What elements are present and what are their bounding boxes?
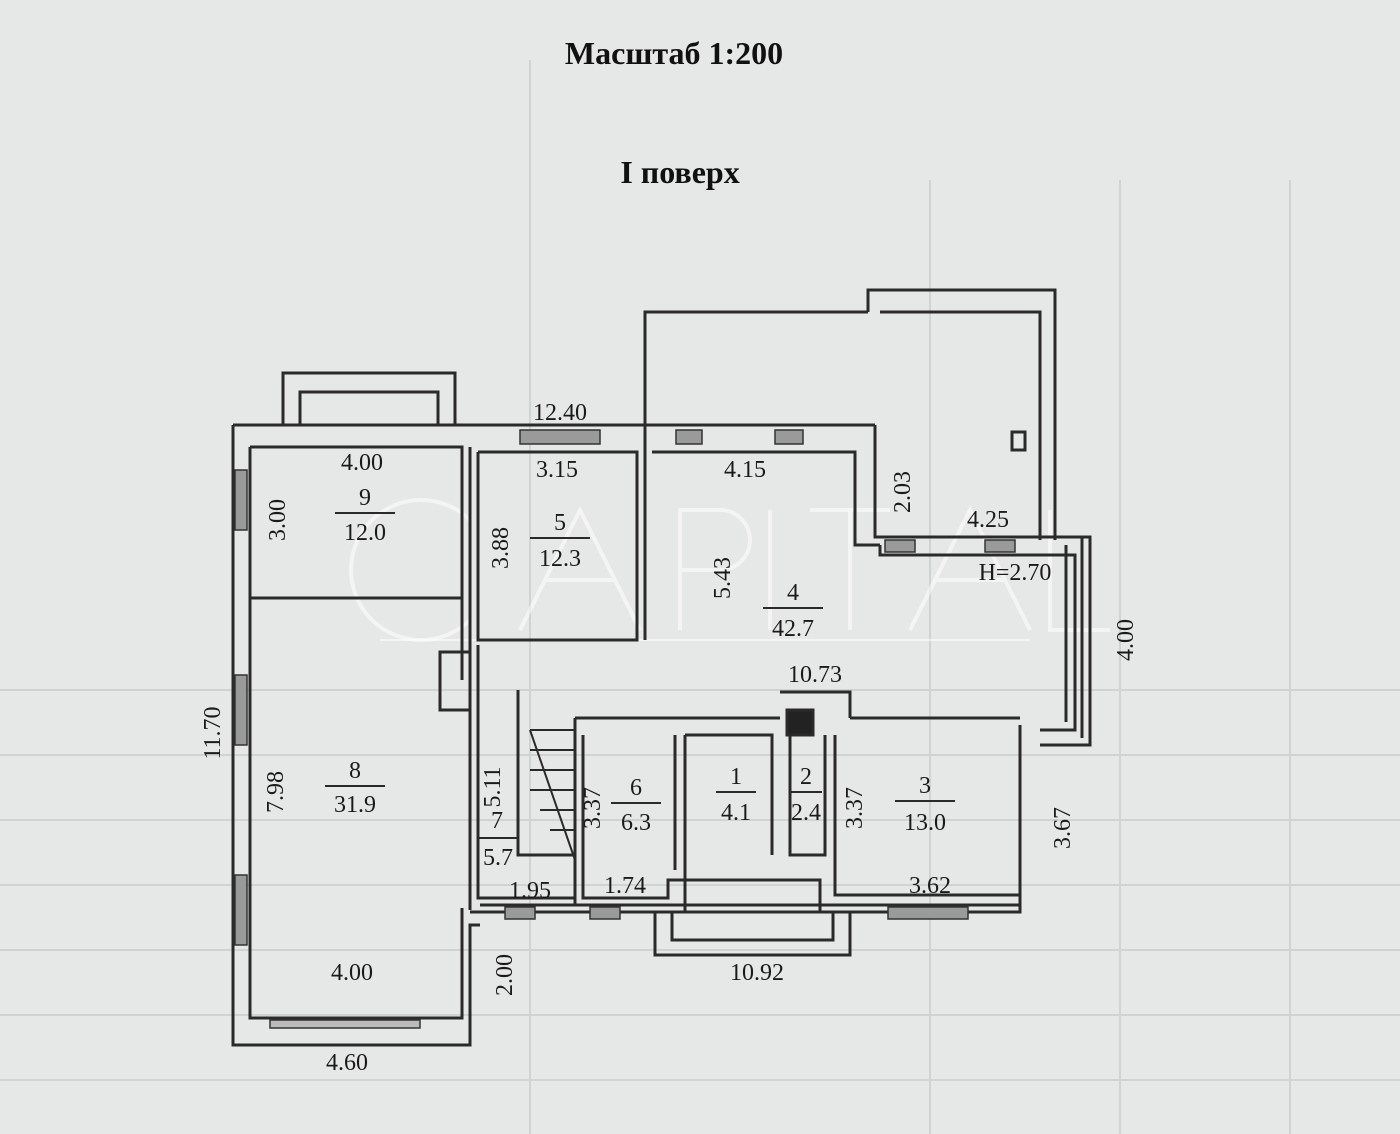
svg-text:8: 8	[349, 758, 361, 784]
dimension-labels: 12.40 4.00 3.15 4.15 4.25 H=2.70 10.73 1…	[200, 400, 1139, 1076]
svg-text:11.70: 11.70	[200, 706, 226, 759]
room-5: 512.3	[530, 510, 590, 572]
svg-text:12.3: 12.3	[539, 546, 581, 572]
scale-title: Масштаб 1:200	[565, 35, 783, 71]
svg-text:5.11: 5.11	[480, 766, 506, 807]
svg-text:31.9: 31.9	[334, 792, 376, 818]
room-9: 912.0	[335, 485, 395, 546]
room-3: 313.0	[895, 773, 955, 836]
room-2: 22.4	[790, 764, 822, 826]
svg-text:6.3: 6.3	[621, 810, 651, 836]
watermark-logo	[349, 498, 1110, 642]
svg-text:1: 1	[730, 764, 742, 790]
room-1: 14.1	[716, 764, 756, 826]
svg-text:3.37: 3.37	[580, 787, 606, 829]
svg-text:42.7: 42.7	[772, 616, 814, 642]
svg-text:12.40: 12.40	[533, 400, 587, 426]
svg-text:5.7: 5.7	[483, 845, 513, 871]
room-8: 831.9	[325, 758, 385, 818]
svg-text:10.73: 10.73	[788, 662, 842, 688]
svg-text:3: 3	[919, 773, 931, 799]
svg-text:3.37: 3.37	[842, 787, 868, 829]
svg-text:H=2.70: H=2.70	[979, 560, 1052, 586]
windows	[234, 429, 1016, 1029]
svg-text:7.98: 7.98	[263, 771, 289, 813]
svg-text:9: 9	[359, 485, 371, 511]
svg-text:2: 2	[800, 764, 812, 790]
svg-text:4.15: 4.15	[724, 457, 766, 483]
svg-text:3.88: 3.88	[488, 527, 514, 569]
room-4: 442.7	[763, 580, 823, 642]
svg-text:4.1: 4.1	[721, 800, 751, 826]
svg-text:1.74: 1.74	[604, 873, 646, 899]
svg-text:5: 5	[554, 510, 566, 536]
svg-text:4.60: 4.60	[326, 1050, 368, 1076]
svg-text:5.43: 5.43	[710, 557, 736, 599]
svg-text:4: 4	[787, 580, 799, 606]
room-7: 75.7	[478, 808, 518, 871]
background-table-ghost	[0, 60, 1400, 1134]
svg-text:7: 7	[491, 808, 503, 834]
svg-text:2.03: 2.03	[890, 471, 916, 513]
walls	[231, 288, 1092, 1047]
svg-text:4.25: 4.25	[967, 507, 1009, 533]
svg-text:2.4: 2.4	[791, 800, 821, 826]
svg-text:6: 6	[630, 775, 642, 801]
svg-text:3.62: 3.62	[909, 873, 951, 899]
svg-text:3.67: 3.67	[1050, 807, 1076, 849]
floor-title: I поверх	[620, 154, 739, 190]
svg-text:4.00: 4.00	[341, 450, 383, 476]
svg-text:3.15: 3.15	[536, 457, 578, 483]
room-labels: 912.0 512.3 442.7 831.9 66.3 14.1 22.4 3…	[325, 485, 955, 871]
svg-text:10.92: 10.92	[730, 960, 784, 986]
room-6: 66.3	[611, 775, 661, 836]
svg-text:3.00: 3.00	[265, 499, 291, 541]
svg-text:1.95: 1.95	[509, 878, 551, 904]
svg-text:2.00: 2.00	[492, 954, 518, 996]
svg-text:4.00: 4.00	[1113, 619, 1139, 661]
svg-text:13.0: 13.0	[904, 810, 946, 836]
svg-text:12.0: 12.0	[344, 520, 386, 546]
svg-text:4.00: 4.00	[331, 960, 373, 986]
